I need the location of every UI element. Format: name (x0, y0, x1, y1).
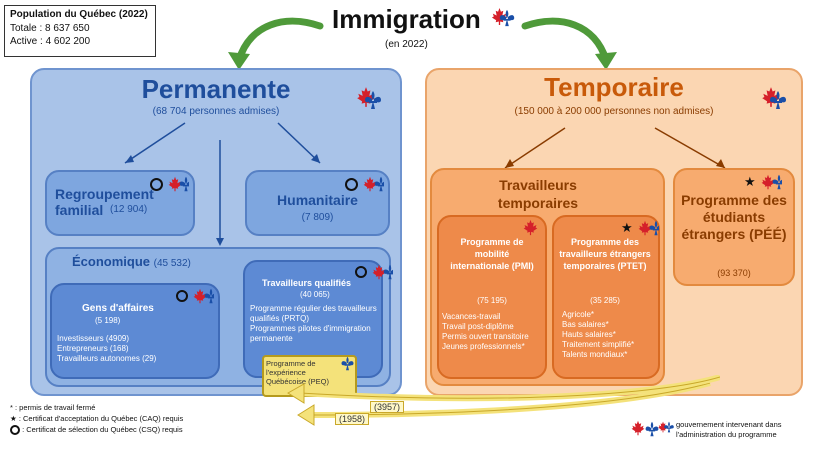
temporaire-subtitle: (150 000 à 200 000 personnes non admises… (514, 106, 714, 117)
flag-pair-icon (167, 175, 189, 193)
circle-icon (150, 177, 163, 191)
travailleurs-qualifies-count: (40 065) (300, 290, 330, 299)
government-flags-icon (631, 420, 674, 437)
list-item: Bas salaires* (562, 320, 609, 329)
ptet-list: Agricole* Bas salaires* Hauts salaires* … (562, 310, 657, 360)
legend: * : permis de travail fermé ★ : Certific… (10, 402, 270, 436)
peq-label: Programme de l'expérience Québécoise (PE… (266, 359, 329, 386)
temporaire-title: Temporaire (544, 72, 684, 102)
population-box: Population du Québec (2022) Totale : 8 6… (4, 5, 156, 57)
travailleurs-temporaires-label: Travailleurs temporaires (497, 177, 579, 211)
legend-circle: : Certificat de sélection du Québec (CSQ… (22, 425, 183, 434)
flag-pair-icon (371, 263, 393, 281)
pee-icons: ★ (744, 173, 782, 191)
pee-box[interactable] (673, 168, 795, 286)
circle-icon (176, 290, 188, 302)
circle-icon (10, 425, 20, 436)
star-icon: ★ (621, 220, 633, 235)
humanitaire-box[interactable] (245, 170, 390, 236)
list-item: Travail post-diplôme (442, 322, 514, 331)
gens-affaires-icons (176, 287, 214, 305)
flow-arrows (287, 375, 720, 426)
header-flag-icon (491, 7, 515, 27)
humanitaire-label: Humanitaire (277, 192, 358, 208)
star-icon: ★ (10, 414, 17, 423)
list-item: Talents mondiaux* (562, 350, 628, 359)
legend-star1: * : permis de travail fermé (10, 403, 96, 412)
regroupement-familial-box[interactable] (45, 170, 195, 236)
gens-affaires-count: (5 198) (95, 316, 121, 325)
gens-affaires-box[interactable] (50, 283, 220, 379)
list-item: Jeunes professionnels* (442, 342, 525, 351)
flag-pair-icon (637, 219, 659, 237)
canada-maple-leaf-icon (523, 219, 538, 236)
ptet-count: (35 285) (590, 296, 620, 305)
arrow-to-permanente (228, 17, 324, 70)
economique-title: Économique (45 532) (72, 254, 191, 269)
flow-label-a: (3957) (370, 401, 405, 413)
regroupement-count: (12 904) (110, 204, 148, 215)
flag-pair-icon (362, 175, 384, 193)
list-item: Hauts salaires* (562, 330, 616, 339)
temporaire-arrows (504, 127, 726, 169)
legend-star2: : Certificat d'acceptation du Québec (CA… (18, 414, 184, 423)
ptet-box[interactable] (552, 215, 660, 379)
list-item: Travailleurs autonomes (29) (57, 354, 157, 363)
pmi-count: (75 195) (477, 296, 507, 305)
population-total: Totale : 8 637 650 (10, 23, 90, 34)
circle-icon (355, 266, 367, 278)
ptet-title: Programme des travailleurs étrangers tem… (559, 237, 651, 271)
list-item: Programmes pilotes d'immigration permane… (250, 324, 371, 343)
page-subtitle: (en 2022) (385, 39, 428, 50)
population-active: Active : 4 602 200 (10, 36, 91, 47)
economique-label: Économique (72, 254, 151, 269)
regroupement-label: Regroupement familial (55, 186, 154, 218)
list-item: Entrepreneurs (168) (57, 344, 129, 353)
list-item: Programme régulier des travailleurs qual… (250, 304, 377, 323)
list-item: Investisseurs (4909) (57, 334, 130, 343)
flag-pair-icon (760, 173, 782, 191)
pmi-box[interactable] (437, 215, 547, 379)
arrow-to-temporaire (521, 17, 617, 70)
page-title: Immigration (332, 4, 481, 34)
star-icon: ★ (744, 174, 756, 189)
gens-affaires-list: Investisseurs (4909) Entrepreneurs (168)… (57, 334, 217, 364)
quebec-fleur-de-lis-icon (341, 356, 354, 371)
list-item: Agricole* (562, 310, 595, 319)
gens-affaires-title: Gens d'affaires (82, 303, 154, 314)
flow-label-b: (1958) (335, 413, 370, 425)
legend-gov: gouvernement intervenant dans l'administ… (676, 420, 782, 439)
list-item: Permis ouvert transitoire (442, 332, 529, 341)
travailleurs-qualifies-title: Travailleurs qualifiés (262, 278, 352, 288)
circle-icon (345, 177, 358, 191)
pee-count: (93 370) (717, 268, 751, 278)
list-item: Traitement simplifié* (562, 340, 635, 349)
permanente-arrows (124, 122, 321, 246)
travailleurs-qualifies-list: Programme régulier des travailleurs qual… (250, 304, 378, 344)
humanitaire-count: (7 809) (301, 212, 334, 223)
travailleurs-qualifies-icons (355, 263, 393, 281)
economique-count: (45 532) (153, 258, 191, 269)
legend-gov-icons (630, 420, 674, 438)
ptet-icons: ★ (621, 219, 659, 237)
flag-pair-icon (192, 287, 214, 305)
pee-title: Programme des étudiants étrangers (PÉÉ) (681, 192, 787, 242)
permanente-title: Permanente (141, 74, 291, 104)
pmi-title: Programme de mobilité internationale (PM… (450, 237, 534, 271)
permanente-subtitle: (68 704 personnes admises) (152, 106, 280, 117)
pmi-list: Vacances-travail Travail post-diplôme Pe… (442, 312, 546, 352)
regroupement-icons (150, 175, 189, 193)
humanitaire-icons (345, 175, 384, 193)
population-title: Population du Québec (2022) (10, 9, 148, 20)
list-item: Vacances-travail (442, 312, 501, 321)
